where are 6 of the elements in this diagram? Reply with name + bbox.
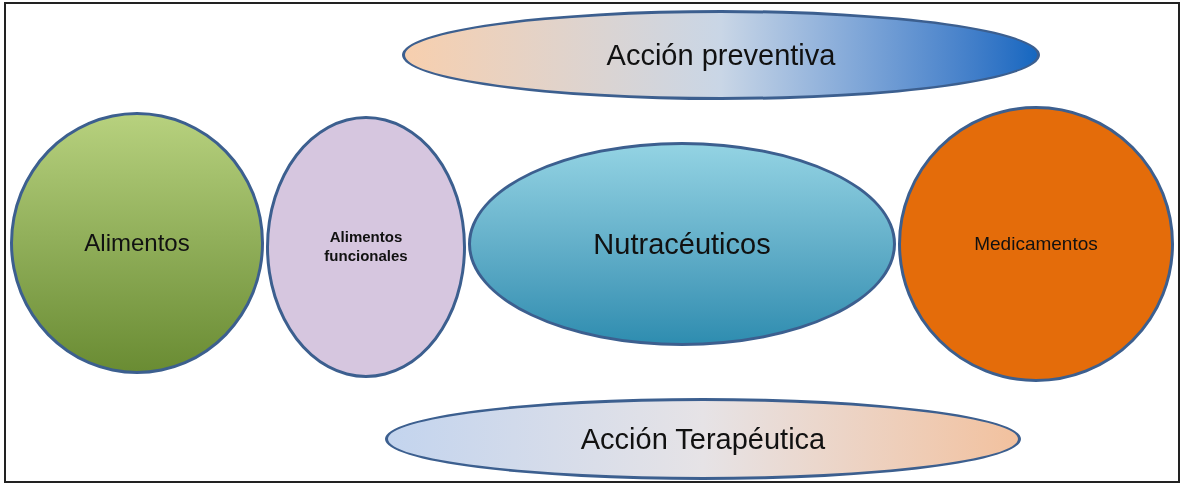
node-label: Alimentos funcionales — [323, 228, 409, 266]
node-label: Acción preventiva — [606, 37, 836, 73]
node-label: Nutracéuticos — [593, 226, 771, 262]
node-label: Medicamentos — [974, 232, 1098, 256]
node-label: Alimentos — [84, 228, 190, 258]
node-label: Acción Terapéutica — [580, 421, 826, 457]
